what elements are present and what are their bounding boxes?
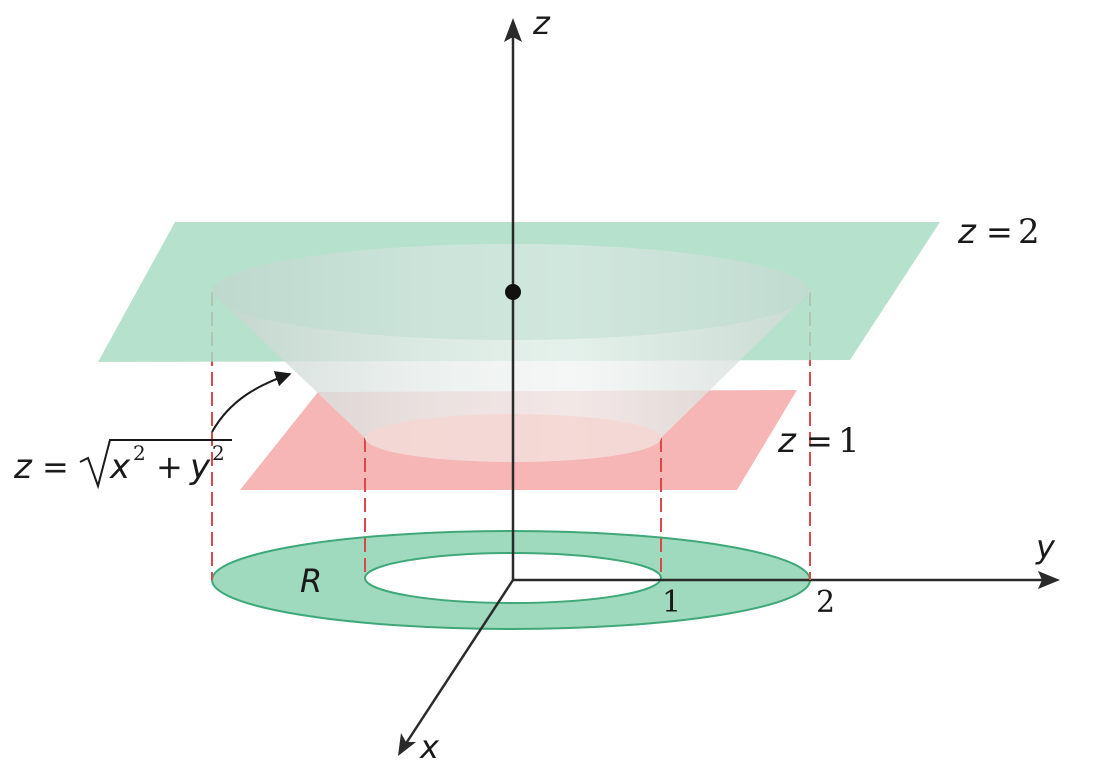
cone-surface: [212, 244, 810, 462]
svg-text:1: 1: [838, 421, 860, 461]
surface-equation-label: z = x 2 + y 2: [13, 439, 232, 490]
svg-text:=: =: [806, 422, 833, 460]
x-axis-label: x: [419, 728, 440, 766]
z-axis-label: z: [532, 4, 551, 42]
y-axis-label: y: [1035, 528, 1056, 566]
svg-text:=: =: [42, 448, 69, 486]
radical-sign: [79, 439, 232, 490]
z-axis-point: [505, 284, 521, 300]
y-tick-1-label: 1: [662, 585, 681, 620]
svg-text:=: =: [986, 213, 1013, 251]
svg-text:x: x: [109, 447, 131, 487]
svg-text:+: +: [156, 448, 183, 486]
region-label: R: [300, 562, 322, 600]
svg-text:z: z: [957, 212, 977, 252]
svg-text:z: z: [13, 447, 33, 487]
svg-text:2: 2: [1018, 212, 1040, 252]
y-axis-arrowhead: [1038, 571, 1060, 589]
plane-z2-label: z = 2: [957, 212, 1040, 252]
z-axis-arrowhead: [504, 18, 522, 42]
plane-z1-label: z = 1: [777, 421, 860, 461]
svg-text:z: z: [777, 421, 797, 461]
x-axis-arrowhead: [398, 733, 416, 756]
surface-pointer-arrow: [211, 371, 292, 433]
y-tick-2-label: 2: [816, 585, 835, 620]
svg-text:2: 2: [212, 441, 225, 465]
svg-text:y: y: [189, 447, 211, 487]
svg-text:2: 2: [133, 441, 146, 465]
x-axis-line: [401, 579, 515, 749]
